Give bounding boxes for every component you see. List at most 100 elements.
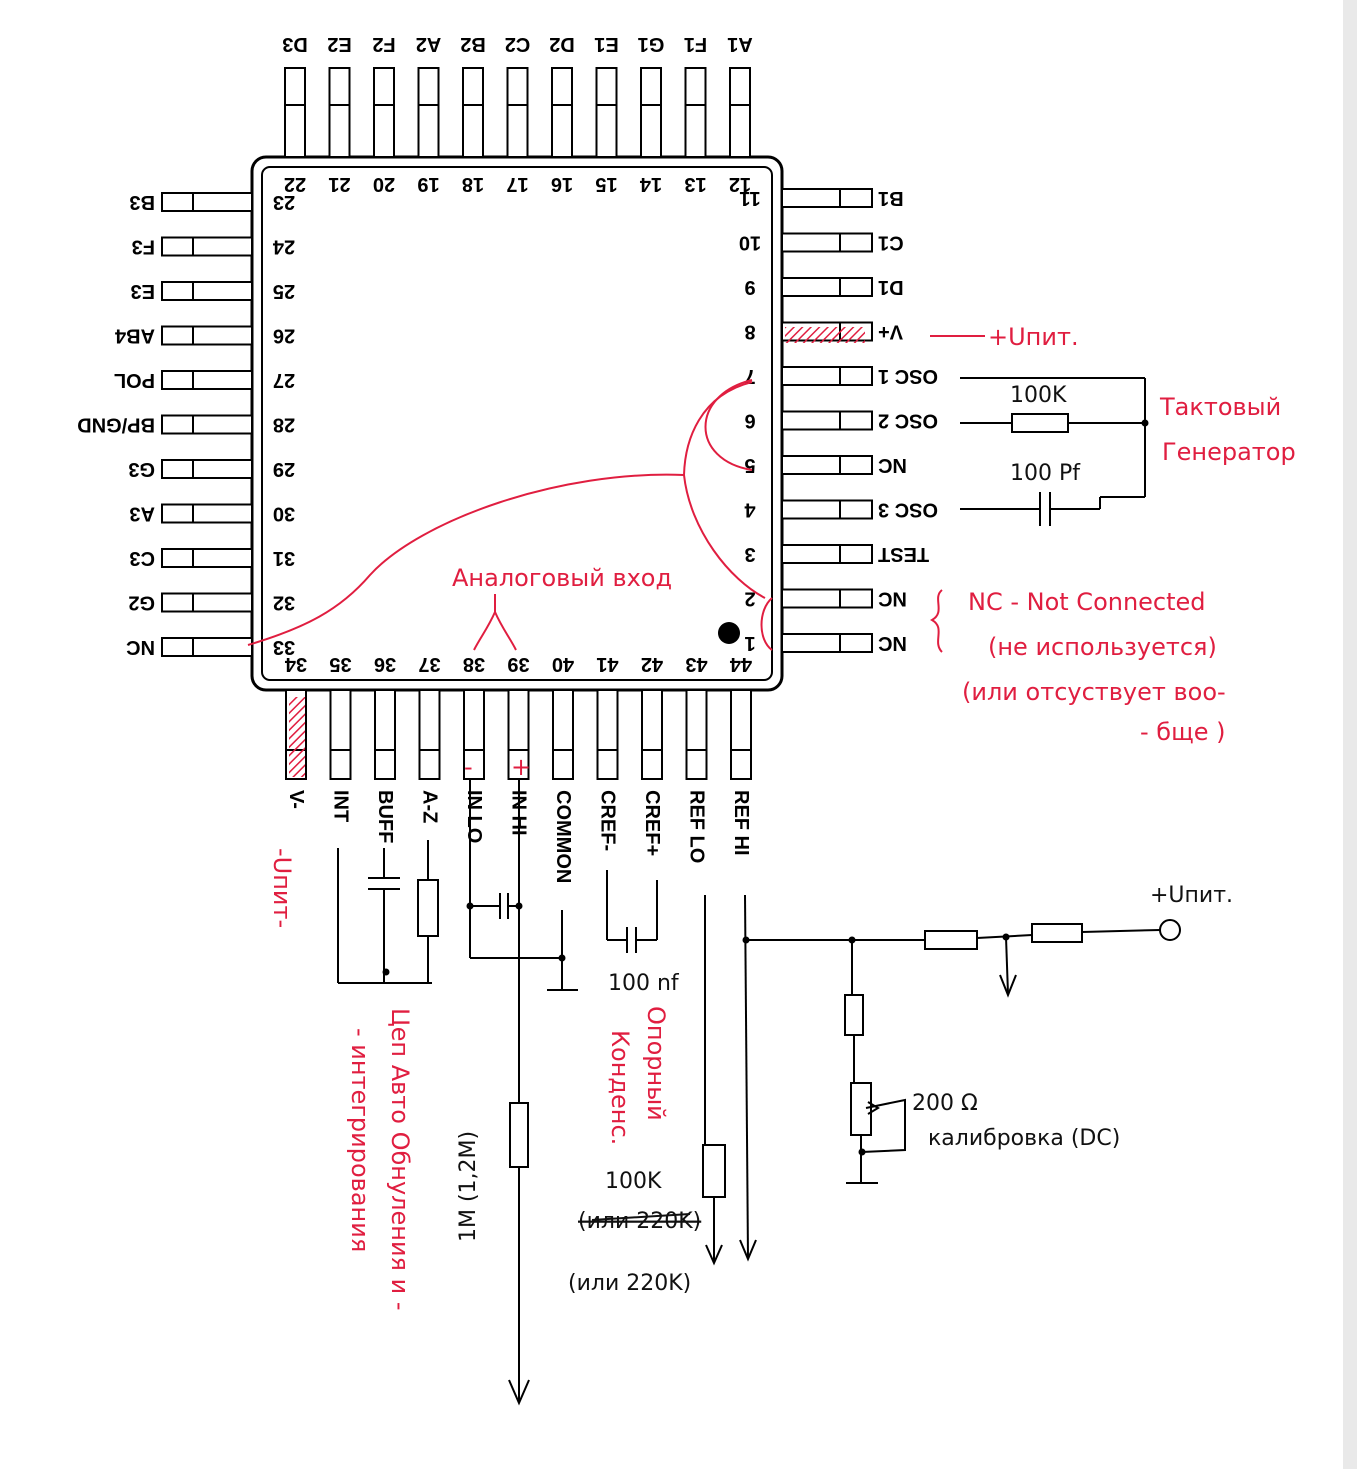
autozero-circuit-label-1: Цеп Авто Обнуления и - — [386, 1008, 414, 1311]
pin-29-number: 29 — [273, 458, 295, 480]
pin-38-name: IN LO — [463, 790, 485, 843]
pin-39-number: 39 — [507, 653, 529, 675]
pin-42 — [641, 689, 663, 780]
ref-capacitor-label-2: Конденс. — [606, 1030, 634, 1145]
ref-lo-resistor-label: 100K — [605, 1169, 662, 1194]
pin-5 — [781, 455, 873, 475]
analog-input-arrow — [473, 594, 517, 651]
in-lo-minus-sign: - — [464, 753, 473, 781]
pin-35 — [329, 689, 352, 780]
pin-34-number: 34 — [284, 653, 307, 675]
pin-16 — [551, 67, 573, 158]
pin-44 — [730, 689, 752, 780]
pin-13-number: 13 — [684, 173, 706, 195]
pin-1-number: 1 — [744, 632, 755, 654]
pin-27-number: 27 — [273, 369, 295, 391]
pin-41-number: 41 — [596, 653, 618, 675]
calibration-label: калибровка (DC) — [928, 1126, 1120, 1151]
pin-41 — [596, 689, 619, 780]
pins-top: A112F113G114E115D216C217B218A219F220E221… — [282, 33, 753, 195]
clock-generator-network — [960, 377, 1149, 526]
nc-brace — [929, 589, 943, 653]
ref-supply-label: +Uпит. — [1150, 883, 1233, 908]
pin-9-number: 9 — [744, 276, 755, 298]
pin-6 — [781, 410, 873, 431]
pin-33 — [161, 637, 253, 657]
az-resistor-symbol — [417, 879, 439, 937]
pin-15-name: E1 — [594, 33, 618, 55]
pin-44-number: 44 — [729, 653, 752, 675]
pin-17-name: C2 — [505, 33, 531, 55]
pin-33-name: NC — [126, 636, 155, 658]
pin-5-name: NC — [878, 454, 907, 476]
vminus-supply-label: -Uпит- — [268, 848, 296, 928]
bottom-circuitry — [337, 780, 1181, 1406]
crossout-stroke — [591, 1213, 691, 1221]
pin-40-name: COMMON — [552, 790, 574, 883]
red-annotations: +Uпит. Тактовый Генератор NC - Not Conne… — [268, 323, 1296, 1311]
pin-2-number: 2 — [744, 588, 755, 610]
pin-3-name: TEST — [878, 543, 929, 565]
vplus-pin-hatch — [785, 327, 865, 343]
cref-capacitor-label: 100 nf — [608, 971, 680, 996]
pin-26 — [161, 325, 253, 346]
pin-29 — [161, 459, 253, 479]
pin-11-name: B1 — [878, 187, 904, 209]
pin-43-number: 43 — [685, 653, 707, 675]
pin-29-name: G3 — [128, 458, 155, 480]
pin-28 — [161, 414, 253, 435]
pin-44-name: REF HI — [730, 790, 752, 856]
pin-40-number: 40 — [552, 653, 574, 675]
pin-14-name: G1 — [638, 33, 665, 55]
nc-note-1: NC - Not Connected — [968, 588, 1206, 616]
pin-27-name: POL — [114, 369, 155, 391]
pin-24-number: 24 — [272, 236, 295, 258]
red-wire-pin7-pin5 — [704, 379, 753, 471]
pin-25 — [161, 281, 253, 301]
pin-35-name: INT — [330, 790, 352, 822]
pin-19-name: A2 — [416, 33, 442, 55]
pin-8-name: V+ — [878, 321, 903, 343]
pin-43 — [685, 689, 708, 780]
input-resistor-symbol — [509, 1102, 529, 1168]
pin-39 — [507, 689, 530, 780]
pin-21 — [328, 67, 351, 158]
pin-17-number: 17 — [506, 173, 528, 195]
pin-31-number: 31 — [273, 547, 295, 569]
pin-12-name: A1 — [727, 33, 753, 55]
pin-1-marker — [718, 622, 740, 644]
pin-31 — [161, 548, 253, 568]
pin-19-number: 19 — [417, 173, 439, 195]
pin-32 — [161, 592, 253, 613]
pin-35-number: 35 — [329, 653, 351, 675]
pin-18-number: 18 — [462, 173, 484, 195]
pin-25-name: E3 — [131, 280, 155, 302]
pin-14-number: 14 — [639, 173, 662, 195]
pin-42-name: CREF+ — [641, 790, 663, 856]
pin-24-name: F3 — [132, 236, 155, 258]
clock-generator-label-1: Тактовый — [1159, 393, 1281, 421]
pin-20 — [373, 67, 395, 158]
pin-28-number: 28 — [273, 414, 295, 436]
input-resistor-label: 1M (1,2M) — [456, 1131, 481, 1242]
pin-11 — [781, 188, 873, 208]
ref-supply-terminal — [1159, 919, 1181, 941]
pin-32-name: G2 — [128, 592, 155, 614]
ref-lo-alt-crossed-label: (или 220K) — [578, 1209, 701, 1234]
pin-17 — [506, 67, 529, 158]
pin-22-number: 22 — [284, 173, 306, 195]
pin-20-name: F2 — [372, 33, 395, 55]
pin-36-name: BUFF — [374, 790, 396, 843]
pin-20-number: 20 — [373, 173, 395, 195]
pin-13-name: F1 — [684, 33, 707, 55]
pin-6-name: OSC 2 — [878, 410, 938, 432]
pin-14 — [640, 67, 662, 158]
pin-1 — [781, 633, 873, 653]
pin-21-name: E2 — [327, 33, 351, 55]
pin-4-number: 4 — [744, 499, 756, 521]
ref-lo-alt-label: (или 220K) — [568, 1271, 691, 1296]
